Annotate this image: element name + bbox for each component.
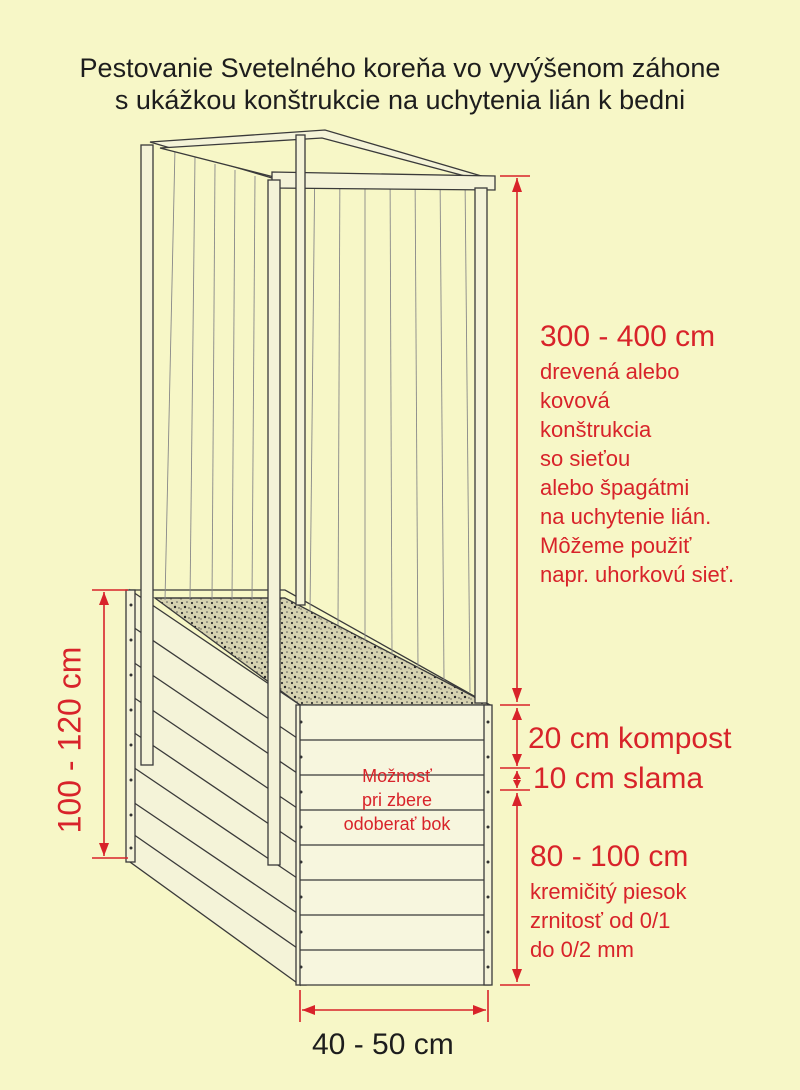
- side-note-line-3: odoberať bok: [343, 814, 451, 834]
- trellis-frame: [140, 129, 496, 866]
- side-note-line-1: Možnosť: [362, 766, 432, 786]
- frame-desc-4: so sieťou: [540, 446, 631, 471]
- sand-desc-3: do 0/2 mm: [530, 937, 634, 962]
- straw-label: 10 cm slama: [533, 762, 704, 795]
- dimension-lines: [92, 175, 530, 1022]
- frame-desc-6: na uchytenie lián.: [540, 504, 712, 529]
- title-line-2: s ukážkou konštrukcie na uchytenia lián …: [114, 85, 686, 115]
- frame-desc-1: drevená alebo: [540, 359, 680, 384]
- box-height-label: 100 - 120 cm: [51, 646, 88, 834]
- sand-desc-2: zrnitosť od 0/1: [530, 908, 671, 933]
- frame-height-label: 300 - 400 cm: [540, 320, 716, 353]
- raised-bed-box: [125, 588, 493, 987]
- trellis-strings: [164, 147, 471, 693]
- sand-desc-1: kremičitý piesok: [530, 879, 687, 904]
- side-note-line-2: pri zbere: [361, 790, 433, 810]
- side-note: Možnosť pri zbere odoberať bok: [342, 764, 452, 836]
- title-line-1: Pestovanie Svetelného koreňa vo vyvýšeno…: [79, 53, 721, 83]
- frame-desc-5: alebo špagátmi: [540, 475, 690, 500]
- sand-height-label: 80 - 100 cm: [530, 840, 689, 873]
- frame-desc-2: kovová: [540, 388, 610, 413]
- compost-label: 20 cm kompost: [528, 722, 732, 755]
- frame-desc-3: konštrukcia: [540, 417, 652, 442]
- frame-desc-8: napr. uhorkovú sieť.: [540, 562, 735, 587]
- short-side-planks: [300, 739, 490, 951]
- frame-desc-7: Môžeme použiť: [540, 533, 692, 558]
- box-width-label: 40 - 50 cm: [312, 1028, 454, 1061]
